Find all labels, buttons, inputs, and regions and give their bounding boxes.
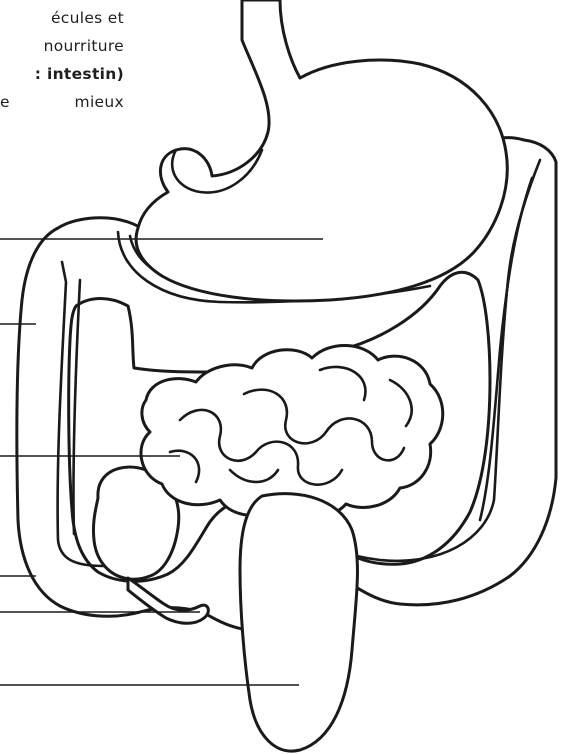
stomach — [136, 0, 507, 301]
rectum — [240, 494, 357, 751]
